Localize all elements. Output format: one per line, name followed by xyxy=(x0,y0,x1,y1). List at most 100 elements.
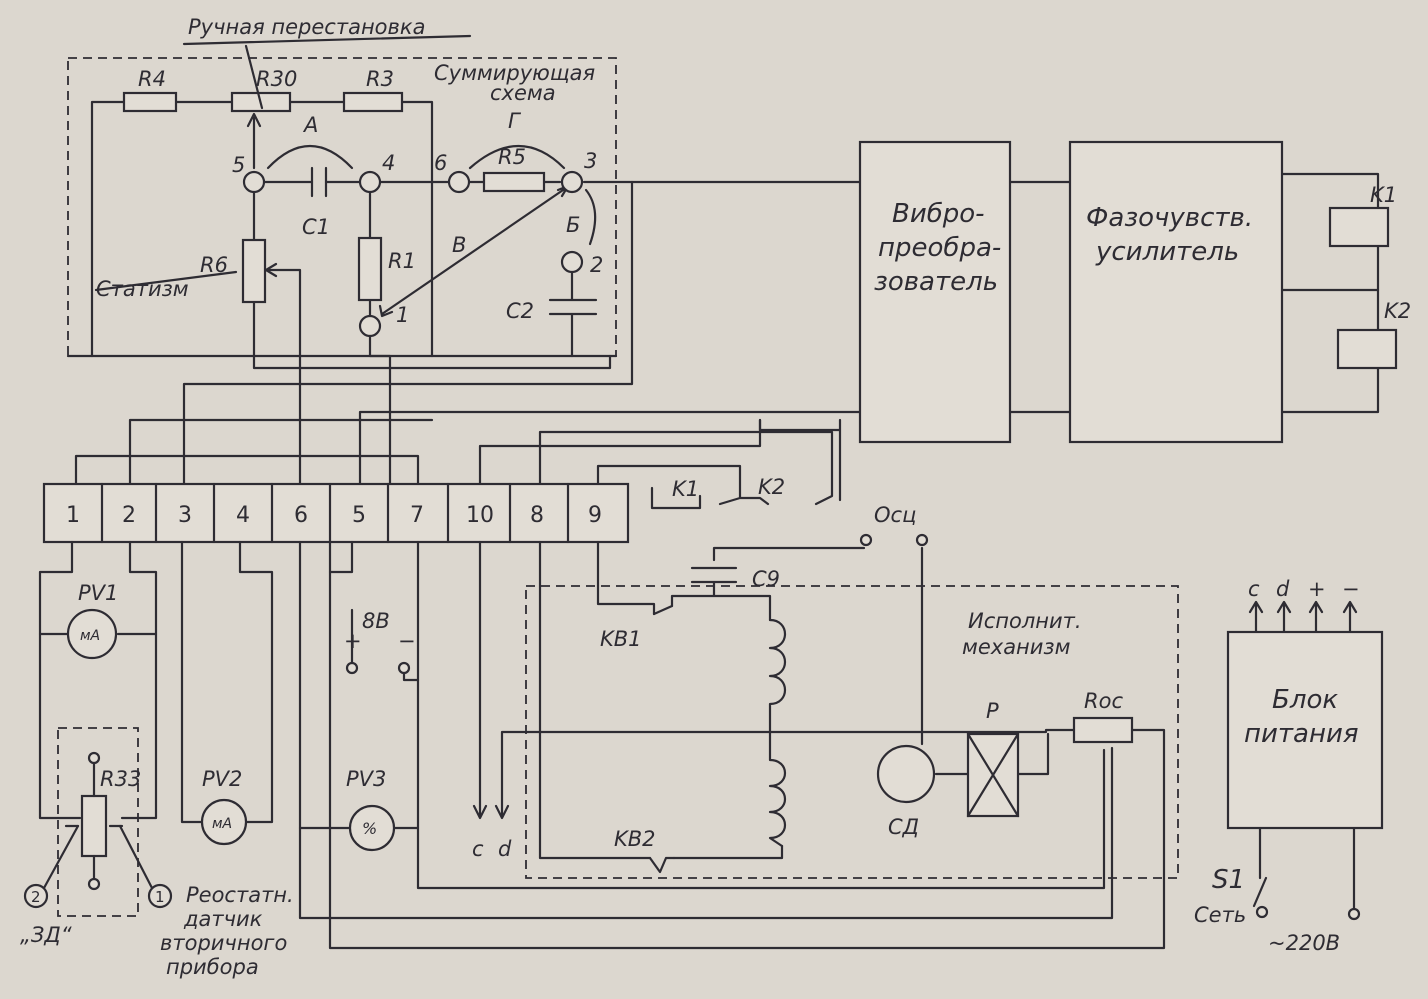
rheostat-label-4: прибора xyxy=(166,955,259,979)
mains-terminal-1 xyxy=(1255,905,1269,919)
power-label-2: питания xyxy=(1244,719,1359,749)
c1-label: C1 xyxy=(302,215,330,239)
node-1-label: 1 xyxy=(396,303,409,327)
summing-circuit-frame xyxy=(67,57,617,357)
node-6 xyxy=(447,170,471,194)
terminal-8: 8 xyxy=(530,503,544,528)
pv1-unit: мА xyxy=(80,628,100,644)
manual-reposition-label: Ручная перестановка xyxy=(188,15,425,39)
callout-2-marker xyxy=(23,883,49,909)
pv1-label: PV1 xyxy=(78,581,118,605)
meter-pv2 xyxy=(200,798,248,846)
vibro-label-3: зователь xyxy=(874,267,998,297)
relay-k2-coil xyxy=(1336,328,1398,370)
node-3-label: 3 xyxy=(584,149,597,173)
osc-terminal-2 xyxy=(915,533,929,547)
phase-label-2: усилитель xyxy=(1095,237,1239,267)
r3-label: R3 xyxy=(366,67,394,91)
node-2 xyxy=(560,250,584,274)
lower-wiring xyxy=(38,540,1358,950)
summing-label-2: схема xyxy=(490,81,556,105)
battery-label: 8В xyxy=(362,609,390,633)
mains-voltage: ~220В xyxy=(1268,931,1340,955)
rheostat-label-2: датчик xyxy=(183,907,263,931)
vibro-label-1: Вибро- xyxy=(892,199,985,229)
node-3 xyxy=(560,170,584,194)
k1-contact-label: K1 xyxy=(672,477,699,501)
interconnect-wires xyxy=(66,172,1380,510)
pv2-unit: мА xyxy=(212,816,232,832)
supply-out-minus: − xyxy=(1342,577,1360,601)
r4-label: R4 xyxy=(138,67,166,91)
zd-label: „ЗД“ xyxy=(20,923,72,947)
synchronous-motor-sd xyxy=(876,744,936,804)
terminal-1: 1 xyxy=(66,503,80,528)
terminal-9: 9 xyxy=(588,503,602,528)
roc-label: Roc xyxy=(1084,689,1123,713)
terminal-4: 4 xyxy=(236,503,250,528)
r1-label: R1 xyxy=(388,249,416,273)
terminal-5: 5 xyxy=(352,503,366,528)
jumper-v-label: В xyxy=(452,233,466,257)
callout-1-marker xyxy=(147,883,173,909)
node-5 xyxy=(242,170,266,194)
terminal-10: 10 xyxy=(466,503,494,528)
k2-contact-label: K2 xyxy=(758,475,785,499)
callout-2: 2 xyxy=(31,888,41,906)
vibro-label-2: преобра- xyxy=(878,233,1001,263)
c9-label: C9 xyxy=(752,567,780,591)
pv2-label: PV2 xyxy=(202,767,242,791)
summing-label-1: Суммирующая xyxy=(434,61,595,85)
meter-pv1 xyxy=(66,608,118,660)
r33-label: R33 xyxy=(100,767,141,791)
rheostat-label-3: вторичного xyxy=(160,931,287,955)
actuator-label-1: Исполнит. xyxy=(968,609,1082,633)
d-out-label: d xyxy=(498,837,512,861)
p-label: P xyxy=(986,699,999,723)
statism-label: Статизм xyxy=(96,277,189,301)
rheostat-label-1: Реостатн. xyxy=(186,883,294,907)
osc-label: Осц xyxy=(874,503,916,527)
rheostat-r33 xyxy=(80,794,108,858)
summing-circuit xyxy=(90,91,862,486)
supply-out-plus: + xyxy=(1308,577,1326,601)
relay-k1-coil xyxy=(1328,206,1390,248)
node-5-label: 5 xyxy=(232,153,245,177)
vibro-converter-block xyxy=(858,140,1012,444)
node-4-label: 4 xyxy=(382,151,395,175)
power-supply-block xyxy=(1226,630,1384,830)
battery-terminal-plus xyxy=(345,661,359,675)
kb1-label: KB1 xyxy=(600,627,642,651)
resistor-r4 xyxy=(122,91,178,113)
resistor-r1 xyxy=(357,236,383,302)
pv3-unit: % xyxy=(362,819,377,838)
mains-terminal-2 xyxy=(1347,907,1361,921)
node-4 xyxy=(358,170,382,194)
mains-label: Сеть xyxy=(1194,903,1246,927)
battery-minus: − xyxy=(398,629,416,653)
rheostat-sensor-frame xyxy=(57,727,139,917)
sd-label: СД xyxy=(888,815,919,839)
r30-label: R30 xyxy=(256,67,297,91)
node-2-label: 2 xyxy=(590,253,603,277)
terminal-6: 6 xyxy=(294,503,308,528)
osc-terminal-1 xyxy=(859,533,873,547)
k1-label: K1 xyxy=(1370,183,1397,207)
phase-label-1: Фазочувств. xyxy=(1086,203,1253,233)
power-label-1: Блок xyxy=(1272,685,1338,715)
supply-out-c: c xyxy=(1248,577,1260,601)
battery-terminal-minus xyxy=(397,661,411,675)
r5-label: R5 xyxy=(498,145,526,169)
r6-label: R6 xyxy=(200,253,228,277)
c-out-label: c xyxy=(472,837,484,861)
callout-1: 1 xyxy=(155,888,165,906)
terminal-7: 7 xyxy=(410,503,424,528)
meter-pv3 xyxy=(348,804,396,852)
battery-plus: + xyxy=(344,629,362,653)
c2-label: C2 xyxy=(506,299,534,323)
jumper-g-label: Г xyxy=(508,109,522,133)
feedback-resistor-roc xyxy=(1072,716,1134,744)
resistor-r5 xyxy=(482,171,546,193)
s1-label: S1 xyxy=(1212,865,1245,895)
